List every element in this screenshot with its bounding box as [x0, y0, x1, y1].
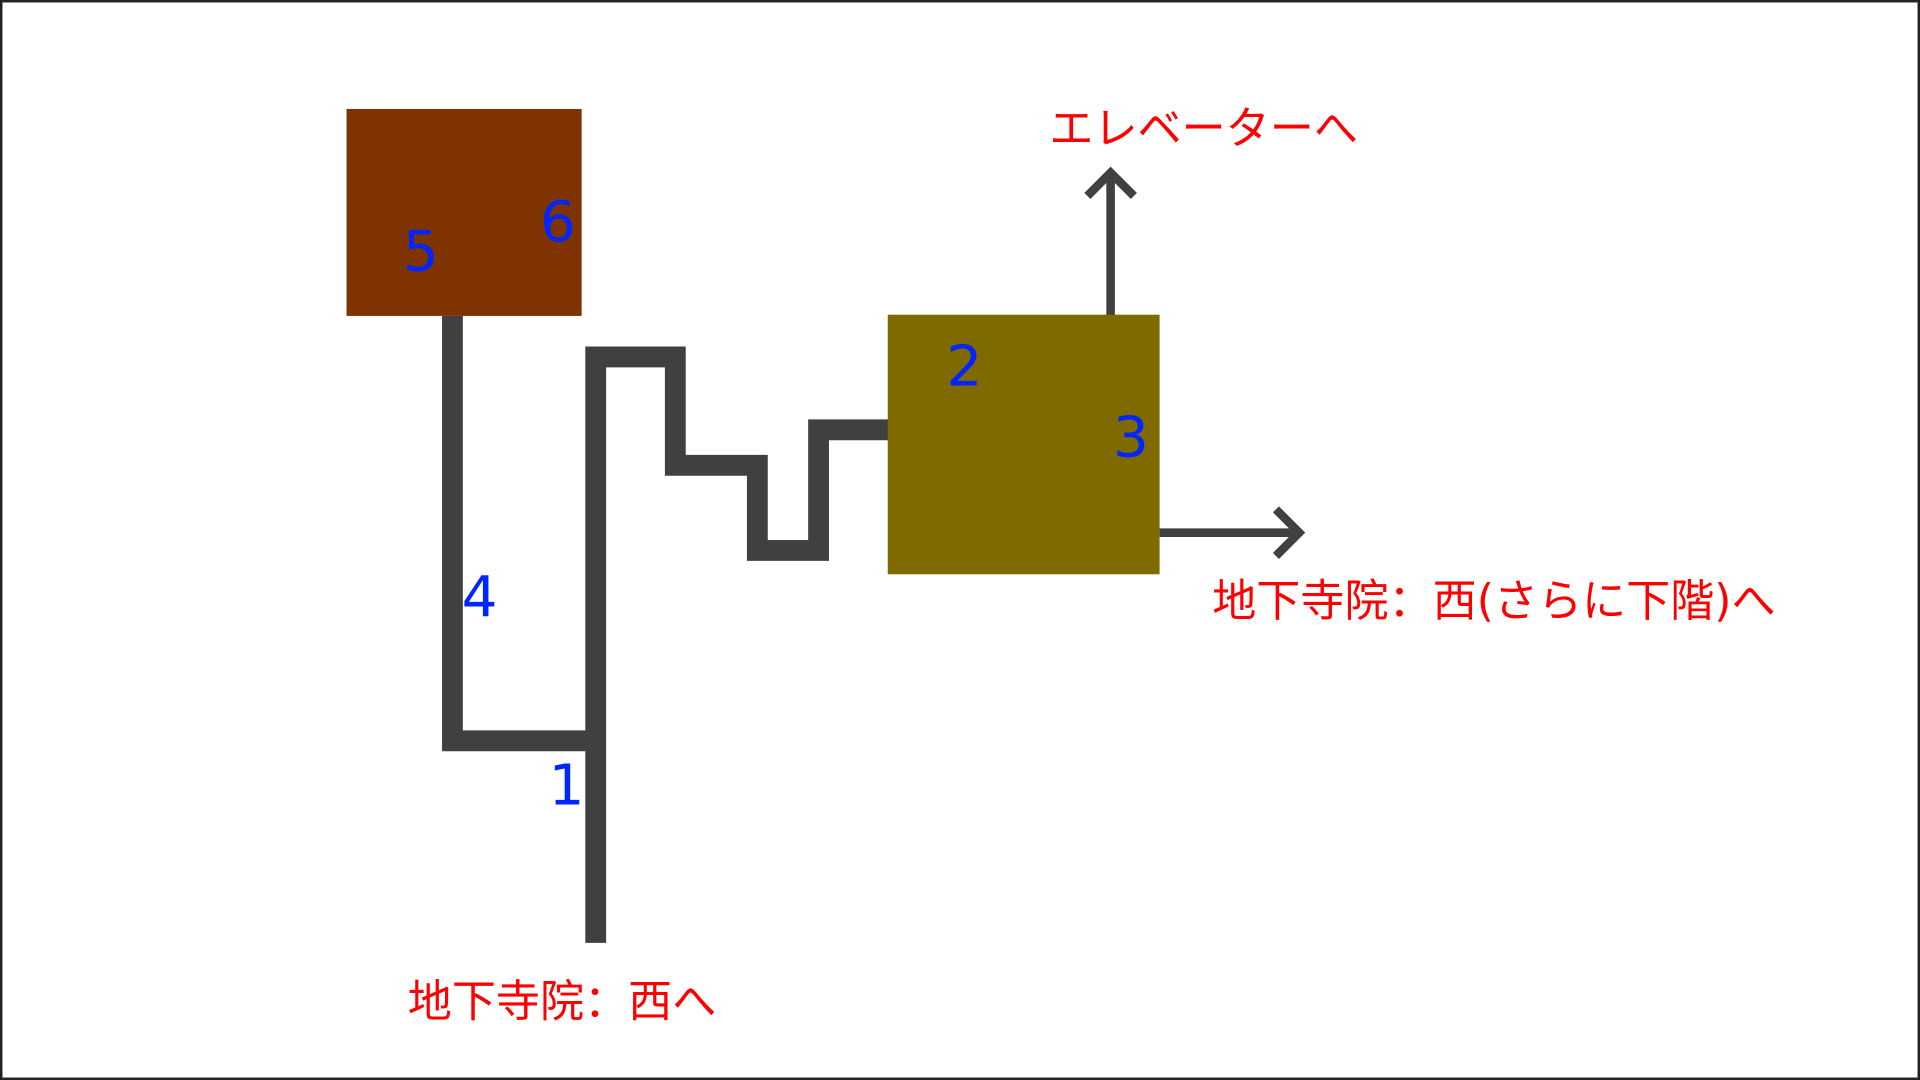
room-olive — [887, 314, 1160, 575]
marker-2: 2 — [947, 335, 983, 400]
marker-3: 3 — [1113, 406, 1149, 471]
marker-6: 6 — [540, 190, 576, 255]
west-lower-arrow — [1159, 506, 1306, 559]
marker-4: 4 — [462, 565, 498, 630]
room-brown — [346, 108, 582, 316]
corridor-main — [585, 346, 889, 943]
elevator-arrow — [1084, 166, 1137, 316]
marker-1: 1 — [549, 753, 585, 818]
label-temple-west-lower: 地下寺院：西(さらに下階)へ — [1212, 576, 1775, 627]
marker-5: 5 — [403, 220, 439, 285]
label-elevator: エレベーターへ — [1049, 103, 1358, 154]
label-temple-west: 地下寺院：西へ — [408, 976, 717, 1027]
corridor-left — [442, 315, 596, 752]
